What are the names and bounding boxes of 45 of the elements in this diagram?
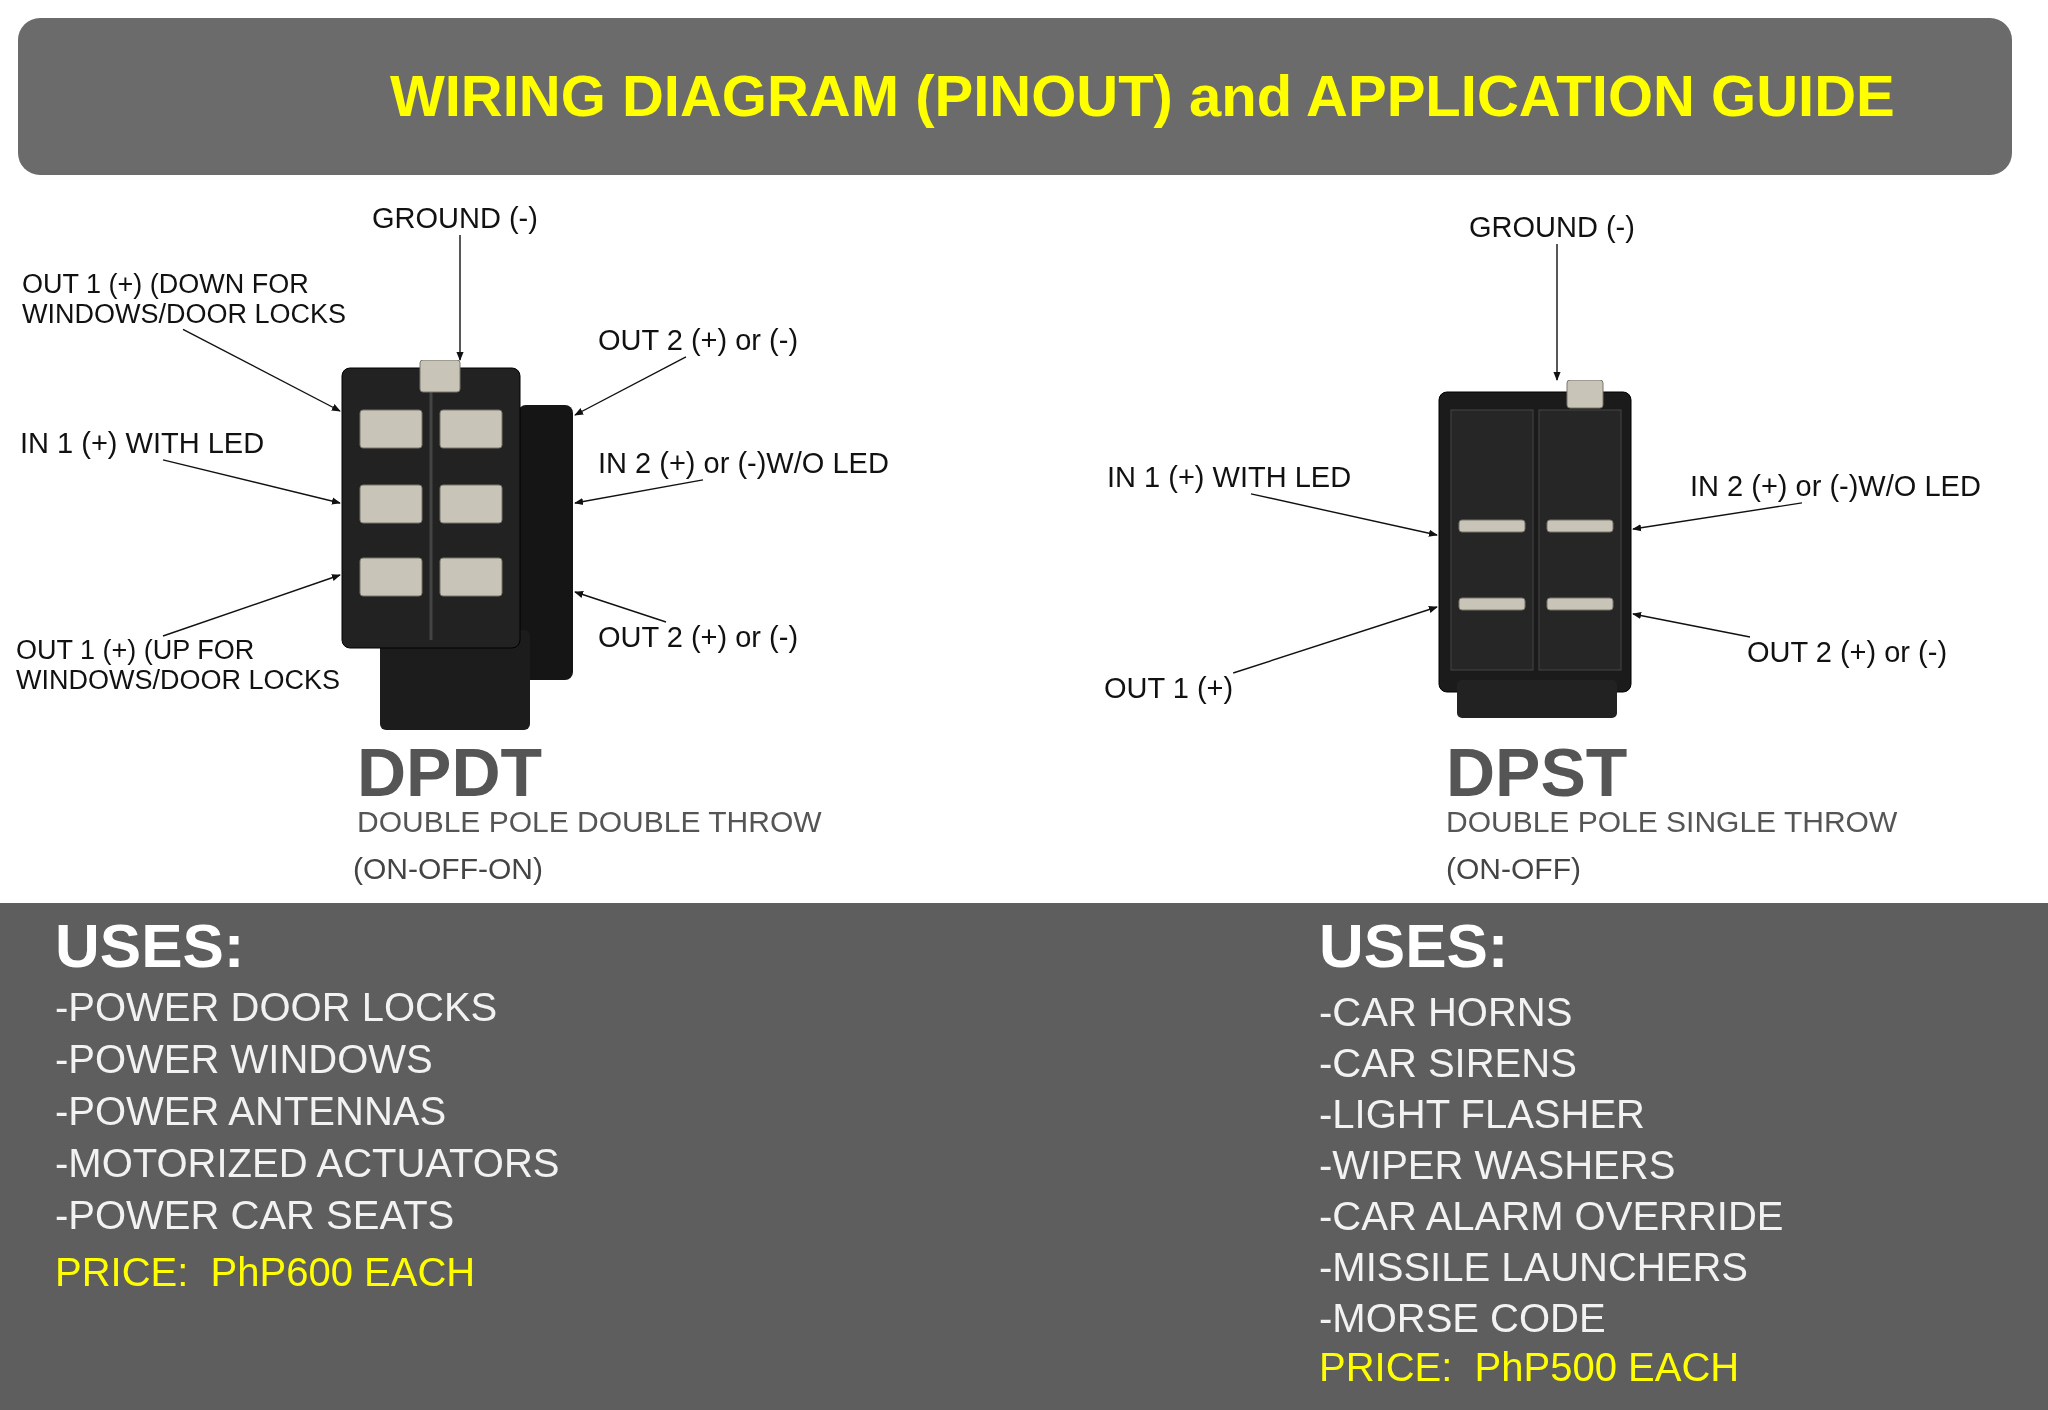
use-item: -POWER WINDOWS	[55, 1037, 433, 1081]
pin-label: OUT 1 (+)	[1104, 673, 1234, 705]
leader-arrow	[182, 328, 341, 412]
price: PRICE: PhP600 EACH	[55, 1250, 476, 1294]
pin-label: IN 1 (+) WITH LED	[20, 428, 265, 460]
rocker-switch-drawing	[340, 360, 575, 732]
use-item: -MOTORIZED ACTUATORS	[55, 1141, 560, 1185]
pin-label: OUT 1 (+) (DOWN FOR WINDOWS/DOOR LOCKS	[22, 270, 357, 330]
use-item: -POWER DOOR LOCKS	[55, 985, 498, 1029]
leader-arrow	[162, 574, 341, 637]
price: PRICE: PhP500 EACH	[1319, 1345, 1740, 1389]
use-item: -MORSE CODE	[1319, 1296, 1606, 1340]
leader-arrow	[1553, 243, 1561, 381]
uses-heading: USES:	[55, 912, 245, 981]
uses-heading: USES:	[1319, 912, 1509, 981]
pin-label: OUT 2 (+) or (-)	[598, 622, 799, 654]
leader-arrow	[1232, 606, 1438, 674]
switch-positions: (ON-OFF)	[1446, 852, 1581, 885]
pin-label: IN 2 (+) or (-)W/O LED	[1690, 471, 1981, 503]
pin-label: OUT 2 (+) or (-)	[598, 325, 799, 357]
rocker-switch-drawing	[1437, 380, 1633, 720]
use-item: -WIPER WASHERS	[1319, 1143, 1676, 1187]
leader-arrow	[1250, 493, 1438, 537]
pin-label: IN 1 (+) WITH LED	[1107, 462, 1352, 494]
use-item: -LIGHT FLASHER	[1319, 1092, 1645, 1136]
pin-label: OUT 1 (+) (UP FOR WINDOWS/DOOR LOCKS	[16, 636, 351, 696]
switch-positions: (ON-OFF-ON)	[353, 852, 543, 885]
leader-arrow	[574, 479, 704, 506]
use-item: -POWER ANTENNAS	[55, 1089, 447, 1133]
leader-arrow	[1632, 612, 1751, 638]
pin-label: OUT 2 (+) or (-)	[1747, 637, 1948, 669]
leader-arrow	[574, 356, 687, 416]
leader-arrow	[1632, 502, 1803, 532]
leader-arrow	[456, 234, 464, 361]
use-item: -CAR ALARM OVERRIDE	[1319, 1194, 1784, 1238]
pin-label: GROUND (-)	[1469, 212, 1635, 244]
leader-arrow	[162, 459, 341, 505]
leader-arrow	[574, 591, 667, 623]
use-item: -POWER CAR SEATS	[55, 1193, 455, 1237]
use-item: -MISSILE LAUNCHERS	[1319, 1245, 1748, 1289]
use-item: -CAR SIRENS	[1319, 1041, 1577, 1085]
pin-label: GROUND (-)	[372, 203, 538, 235]
title: WIRING DIAGRAM (PINOUT) and APPLICATION GUIDE	[390, 62, 1895, 129]
use-item: -CAR HORNS	[1319, 990, 1573, 1034]
pin-label: IN 2 (+) or (-)W/O LED	[598, 448, 889, 480]
